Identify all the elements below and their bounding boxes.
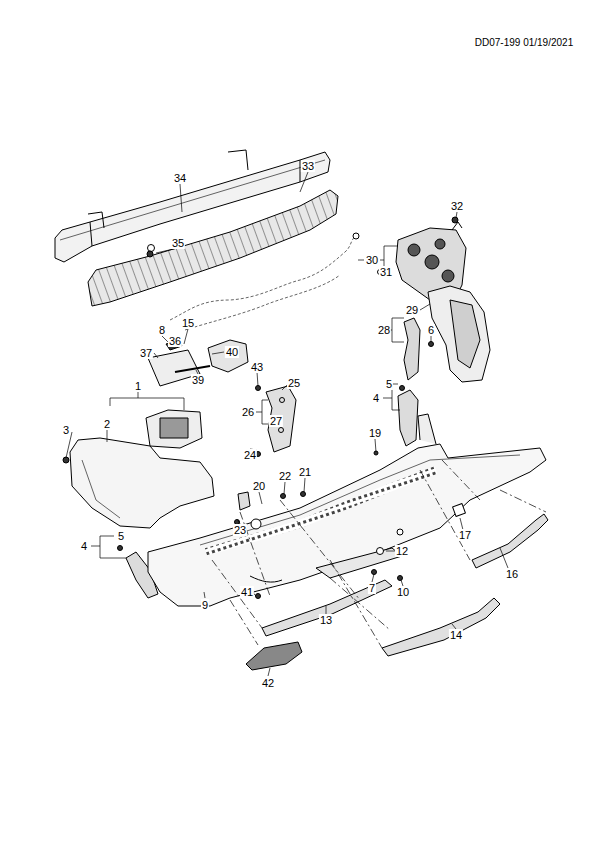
callout-number: 15 <box>181 317 195 329</box>
callout-number: 2 <box>103 418 111 430</box>
callout-number: 16 <box>505 568 519 580</box>
callout-number: 9 <box>201 599 209 611</box>
callout-number: 33 <box>301 160 315 172</box>
callout-number: 23 <box>233 524 247 536</box>
callout-number: 5 <box>385 378 393 390</box>
callout-number: 31 <box>379 266 393 278</box>
callout-number: 4 <box>80 540 88 552</box>
callout-number: 41 <box>240 586 254 598</box>
callout-number: 7 <box>368 582 376 594</box>
callout-number: 29 <box>405 304 419 316</box>
callout-number: 36 <box>168 335 182 347</box>
callout-number: 42 <box>261 677 275 689</box>
callout-number: 40 <box>225 346 239 358</box>
callout-number: 43 <box>250 361 264 373</box>
callout-number: 1 <box>134 380 142 392</box>
callout-number: 24 <box>243 449 257 461</box>
drawing-id: DD07-199 01/19/2021 <box>474 37 574 49</box>
callout-number: 35 <box>171 237 185 249</box>
callout-number: 39 <box>191 374 205 386</box>
callout-number: 37 <box>139 347 153 359</box>
callout-number: 26 <box>241 406 255 418</box>
callout-number: 32 <box>450 200 464 212</box>
callout-number: 34 <box>173 172 187 184</box>
callout-number: 17 <box>458 529 472 541</box>
callout-number: 4 <box>372 392 380 404</box>
callout-number: 5 <box>117 530 125 542</box>
callout-number: 30 <box>365 254 379 266</box>
callout-number: 12 <box>395 545 409 557</box>
callout-number: 21 <box>298 466 312 478</box>
callout-number: 19 <box>368 427 382 439</box>
callout-number: 27 <box>269 415 283 427</box>
callout-number: 25 <box>287 377 301 389</box>
callout-number: 20 <box>252 480 266 492</box>
callout-number: 14 <box>449 629 463 641</box>
callout-number: 22 <box>278 470 292 482</box>
callout-number: 3 <box>62 424 70 436</box>
callout-number: 10 <box>396 586 410 598</box>
callout-number: 28 <box>377 324 391 336</box>
callout-number: 13 <box>319 614 333 626</box>
callout-number: 8 <box>158 324 166 336</box>
callout-number: 6 <box>427 324 435 336</box>
